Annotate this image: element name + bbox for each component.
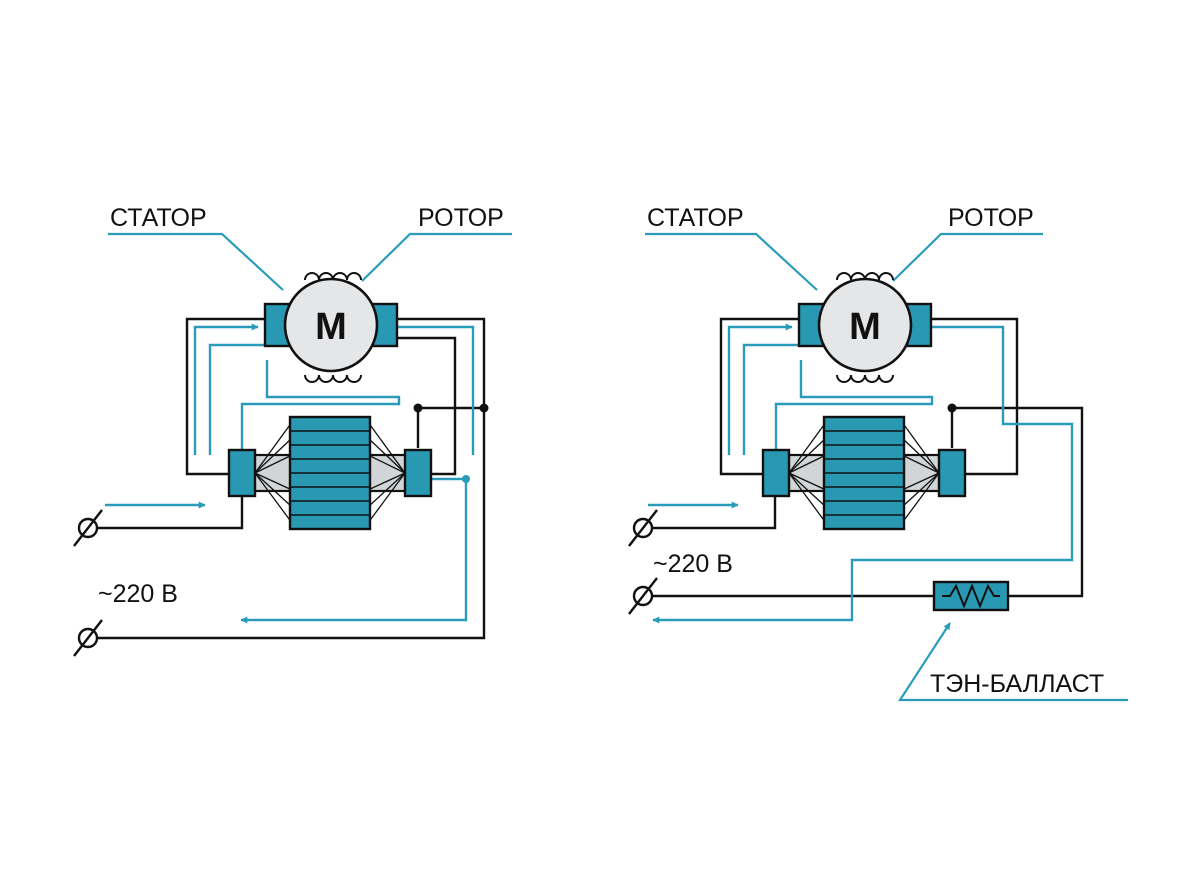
terminal-bottom [73, 619, 103, 657]
terminal-top [628, 509, 658, 547]
motor-circle [817, 277, 913, 373]
motor-letter: M [315, 306, 347, 348]
motor-circle [283, 277, 379, 373]
voltage-label: ~220 В [653, 550, 733, 578]
right-schematic: СТАТОР РОТОР ~220 В ТЭН-БАЛЛАСТ [628, 204, 1128, 702]
wire-brush-to-ballast [950, 406, 1084, 598]
ballast-label: ТЭН-БАЛЛАСТ [930, 670, 1104, 698]
shaft-right [901, 453, 943, 493]
wire-stator-right-return [88, 317, 486, 640]
motor-symbol: M [797, 272, 933, 383]
brush-left [761, 448, 791, 498]
shaft-left [251, 453, 293, 493]
terminal-top [73, 509, 103, 547]
field-coil-bottom [304, 374, 362, 383]
stator-label: СТАТОР [647, 204, 744, 232]
motor-letter: M [849, 306, 881, 348]
ballast-heater [932, 580, 1010, 612]
junction-dot [413, 403, 423, 413]
brush-left [227, 448, 257, 498]
current-path [397, 325, 475, 455]
wire-stator-left [719, 317, 799, 476]
wire-stator-left [185, 317, 265, 476]
commutator-wires-left [788, 421, 827, 524]
current-path [208, 343, 265, 455]
shaft-right [367, 453, 409, 493]
wire-stator-right [931, 317, 1019, 476]
left-schematic: СТАТОР РОТОР ~220 В [73, 204, 512, 657]
current-arrow-output [240, 477, 468, 624]
commutator-wires-left [254, 421, 293, 524]
armature [227, 415, 433, 531]
commutator-wires-right [901, 421, 940, 524]
stator-leader-line [108, 232, 284, 291]
junction-dot [947, 403, 957, 413]
rotor-leader-line [892, 232, 1043, 282]
stator-label: СТАТОР [110, 204, 207, 232]
current-path [774, 360, 934, 455]
wire-input [643, 494, 777, 530]
brush-right [937, 448, 967, 498]
terminal-bottom [628, 577, 658, 615]
current-arrow-stator [727, 323, 793, 455]
current-arrow-stator [193, 323, 259, 455]
rotor-leader-line [361, 232, 512, 282]
brush-right [403, 448, 433, 498]
armature-slots [824, 430, 904, 516]
rotor-label: РОТОР [948, 204, 1034, 232]
current-arrow-output [652, 325, 1074, 624]
wire-input [88, 494, 244, 530]
armature [761, 415, 967, 531]
junction-dot [462, 475, 470, 483]
stator-leader-line [645, 232, 818, 291]
heater-zigzag-icon [942, 583, 1000, 609]
rotor-label: РОТОР [418, 204, 504, 232]
ballast-leader-line [897, 622, 1128, 702]
motor-symbol: M [263, 272, 399, 383]
wire-stator-to-brush [397, 336, 457, 476]
shaft-left [785, 453, 827, 493]
junction-dot [479, 403, 489, 413]
armature-slots [290, 430, 370, 516]
voltage-label: ~220 В [98, 580, 178, 608]
current-path [240, 360, 401, 455]
field-coil-bottom [836, 374, 894, 383]
commutator-wires-right [367, 421, 406, 524]
current-path [742, 343, 799, 455]
stator-terminal-right [905, 302, 933, 348]
